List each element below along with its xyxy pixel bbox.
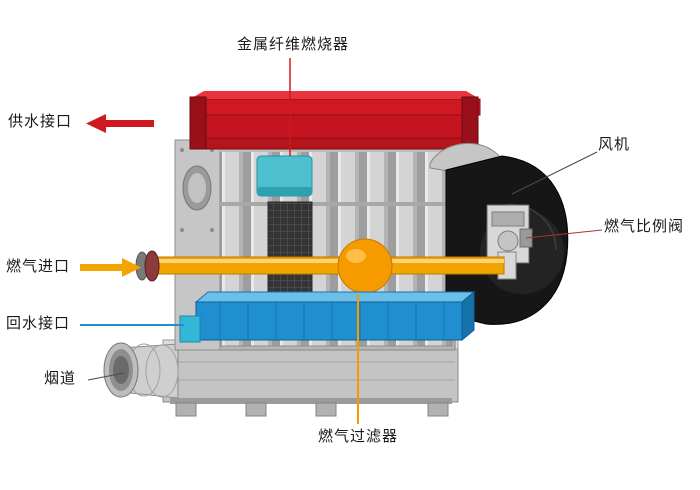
gas-inlet-arrow <box>80 258 141 277</box>
leader-lines <box>80 58 603 424</box>
fan-leader-line <box>511 151 598 195</box>
burner-mesh <box>267 201 313 303</box>
gas-filter-sphere <box>337 238 393 294</box>
flue-duct <box>103 342 179 399</box>
label-gas-proportional-valve: 燃气比例阀 <box>604 218 685 235</box>
supply-arrow <box>86 114 154 133</box>
boiler-base <box>162 339 459 417</box>
label-gas-filter: 燃气过滤器 <box>317 428 398 445</box>
label-water-return-port: 回水接口 <box>6 315 71 332</box>
red-supply-manifold <box>189 91 481 150</box>
label-gas-inlet: 燃气进口 <box>6 258 71 275</box>
gas-pipe <box>135 250 517 282</box>
label-water-supply-port: 供水接口 <box>8 113 73 130</box>
label-flue: 烟道 <box>44 370 77 387</box>
valve-leader-line <box>525 229 603 239</box>
label-fan: 风机 <box>598 136 631 153</box>
label-metal-fiber-burner: 金属纤维燃烧器 <box>236 36 349 53</box>
blue-return-manifold <box>179 290 476 343</box>
metal-fiber-burner <box>256 155 313 197</box>
flue-leader-line <box>87 372 125 381</box>
